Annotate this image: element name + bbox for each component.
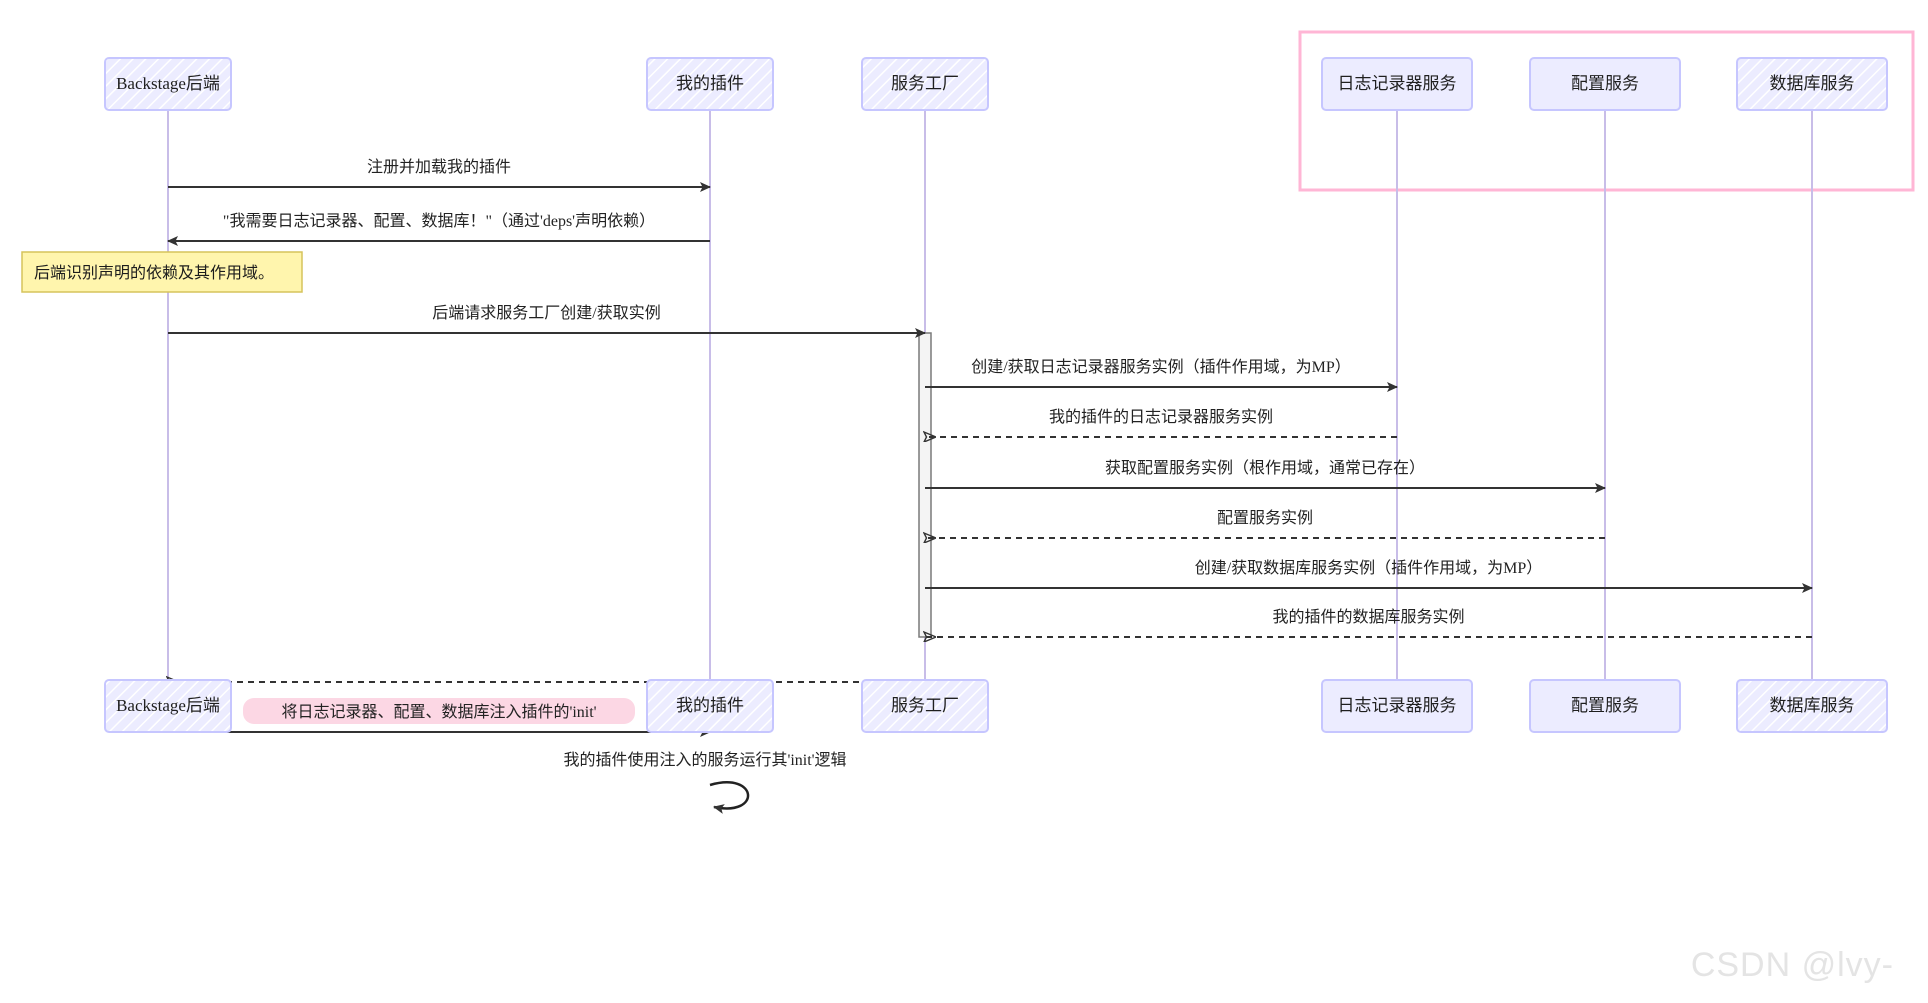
message-m5[interactable]: 我的插件的日志记录器服务实例 [925, 408, 1397, 437]
self-message-layer: 我的插件使用注入的服务运行其'init'逻辑 [563, 751, 847, 814]
participant-box-backstage[interactable] [104, 57, 232, 111]
message-m1[interactable]: 注册并加载我的插件 [168, 158, 711, 192]
message-label-m1: 注册并加载我的插件 [367, 158, 511, 176]
participant-label-factory: 服务工厂 [891, 696, 959, 715]
participant-plugin-bottom[interactable]: 我的插件 [646, 679, 774, 733]
participant-box-database[interactable] [1736, 57, 1888, 111]
message-label-m5: 我的插件的日志记录器服务实例 [1049, 408, 1273, 426]
participant-backstage-top[interactable]: Backstage后端 [104, 57, 232, 111]
participant-logger-top[interactable]: 日志记录器服务 [1321, 57, 1473, 111]
participant-factory-bottom[interactable]: 服务工厂 [861, 679, 989, 733]
message-label-m6: 获取配置服务实例（根作用域，通常已存在） [1105, 459, 1425, 477]
participant-box-plugin[interactable] [646, 57, 774, 111]
participant-logger-bottom[interactable]: 日志记录器服务 [1321, 679, 1473, 733]
message-m2[interactable]: "我需要日志记录器、配置、数据库！"（通过'deps'声明依赖） [167, 212, 710, 246]
message-label-m11: 将日志记录器、配置、数据库注入插件的'init' [281, 703, 596, 721]
note-text-1: 后端识别声明的依赖及其作用域。 [34, 264, 274, 282]
activation-bar-factory [918, 332, 932, 638]
message-label-m8: 创建/获取数据库服务实例（插件作用域，为MP） [1195, 559, 1543, 577]
participant-box-factory[interactable] [861, 57, 989, 111]
participant-label-backstage: Backstage后端 [116, 74, 220, 93]
participant-plugin-top[interactable]: 我的插件 [646, 57, 774, 111]
participant-label-plugin: 我的插件 [676, 696, 744, 715]
participant-label-backstage: Backstage后端 [116, 696, 220, 715]
participant-database-top[interactable]: 数据库服务 [1736, 57, 1888, 111]
note-1: 后端识别声明的依赖及其作用域。 [21, 251, 303, 293]
group-box-services [1298, 30, 1915, 192]
message-label-m2: "我需要日志记录器、配置、数据库！"（通过'deps'声明依赖） [223, 212, 655, 230]
watermark: CSDN @lvy- [1690, 946, 1894, 984]
participant-label-logger: 日志记录器服务 [1338, 696, 1457, 715]
messages-layer[interactable]: 注册并加载我的插件 "我需要日志记录器、配置、数据库！"（通过'deps'声明依赖… [167, 158, 1813, 737]
participant-box-logger[interactable] [1321, 679, 1473, 733]
notes-layer: 后端识别声明的依赖及其作用域。 [21, 251, 303, 293]
participant-boxes-layer[interactable]: Backstage后端Backstage后端我的插件我的插件服务工厂服务工厂日志… [104, 57, 1888, 733]
message-m11[interactable]: 将日志记录器、配置、数据库注入插件的'init' [168, 698, 711, 737]
self-message-loop [709, 781, 750, 814]
participant-backstage-bottom[interactable]: Backstage后端 [104, 679, 232, 733]
participant-label-database: 数据库服务 [1770, 696, 1855, 715]
message-highlight-m11 [243, 698, 635, 724]
participant-box-database[interactable] [1736, 679, 1888, 733]
self-message-label: 我的插件使用注入的服务运行其'init'逻辑 [563, 751, 846, 769]
participant-config-top[interactable]: 配置服务 [1529, 57, 1681, 111]
message-label-m3: 后端请求服务工厂创建/获取实例 [432, 304, 660, 322]
message-m8[interactable]: 创建/获取数据库服务实例（插件作用域，为MP） [925, 559, 1813, 593]
message-label-m7: 配置服务实例 [1217, 509, 1313, 527]
participant-label-config: 配置服务 [1571, 696, 1639, 715]
participant-label-database: 数据库服务 [1770, 74, 1855, 93]
note-box-1 [21, 251, 303, 293]
message-label-m9: 我的插件的数据库服务实例 [1272, 608, 1464, 626]
participant-factory-top[interactable]: 服务工厂 [861, 57, 989, 111]
participant-label-config: 配置服务 [1571, 74, 1639, 93]
participant-label-plugin: 我的插件 [676, 74, 744, 93]
participant-label-factory: 服务工厂 [891, 74, 959, 93]
lifelines-layer [167, 84, 1813, 706]
participant-box-backstage[interactable] [104, 679, 232, 733]
participant-label-logger: 日志记录器服务 [1338, 74, 1457, 93]
participant-box-logger[interactable] [1321, 57, 1473, 111]
participant-box-plugin[interactable] [646, 679, 774, 733]
message-m3[interactable]: 后端请求服务工厂创建/获取实例 [168, 304, 926, 338]
message-m6[interactable]: 获取配置服务实例（根作用域，通常已存在） [925, 459, 1606, 493]
message-label-m4: 创建/获取日志记录器服务实例（插件作用域，为MP） [971, 358, 1351, 376]
participant-box-config[interactable] [1529, 679, 1681, 733]
message-m7[interactable]: 配置服务实例 [925, 509, 1605, 538]
participant-box-factory[interactable] [861, 679, 989, 733]
participant-box-config[interactable] [1529, 57, 1681, 111]
message-m4[interactable]: 创建/获取日志记录器服务实例（插件作用域，为MP） [925, 358, 1398, 392]
participant-group-box [1298, 30, 1915, 192]
participant-database-bottom[interactable]: 数据库服务 [1736, 679, 1888, 733]
message-m9[interactable]: 我的插件的数据库服务实例 [925, 608, 1812, 637]
participant-config-bottom[interactable]: 配置服务 [1529, 679, 1681, 733]
activations-layer [918, 332, 932, 638]
